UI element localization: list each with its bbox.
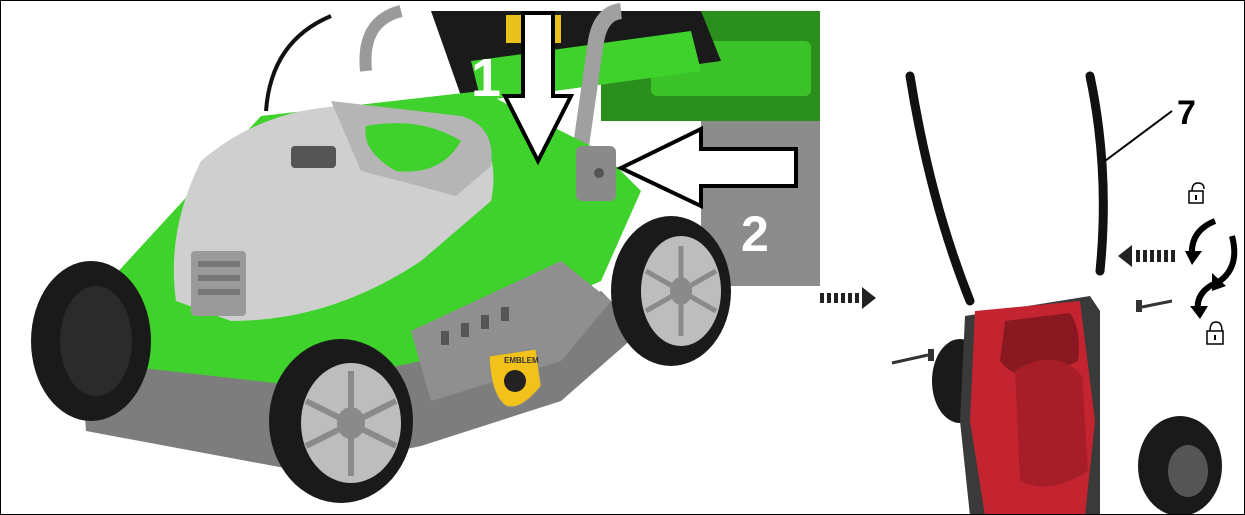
front-right-wheel [269, 339, 413, 503]
front-left-wheel [31, 261, 151, 421]
part-label-7: 7 [1177, 94, 1196, 132]
dotted-arrow-right-side [1118, 245, 1175, 267]
lock-icon [1207, 322, 1223, 344]
dotted-arrow-left-side [820, 287, 876, 309]
label-7-leader-line [1105, 111, 1172, 161]
rear-right-wheel [611, 216, 731, 366]
hood-grille [191, 251, 246, 316]
hood-logo [291, 146, 336, 168]
red-mower-illustration: 7 [820, 1, 1245, 515]
badge-text: EMBLEM [504, 356, 539, 365]
rotation-arrows [1192, 221, 1234, 311]
green-mower-illustration: EMBLEM [1, 1, 820, 515]
handle-rod-right [1090, 76, 1103, 271]
screw-right [1136, 300, 1172, 312]
step-label-2: 2 [741, 206, 769, 262]
green-mower-photo-panel: EMBLEM [0, 0, 820, 515]
handle-bar-left [365, 11, 401, 71]
unlock-icon [1189, 183, 1204, 203]
red-mower-body [932, 296, 1222, 515]
screw-left [892, 349, 934, 363]
red-mower-assembly-panel: 7 [820, 0, 1245, 515]
handle-rod-left [910, 76, 970, 301]
power-cable [266, 16, 331, 111]
step-label-1: 1 [471, 48, 501, 108]
